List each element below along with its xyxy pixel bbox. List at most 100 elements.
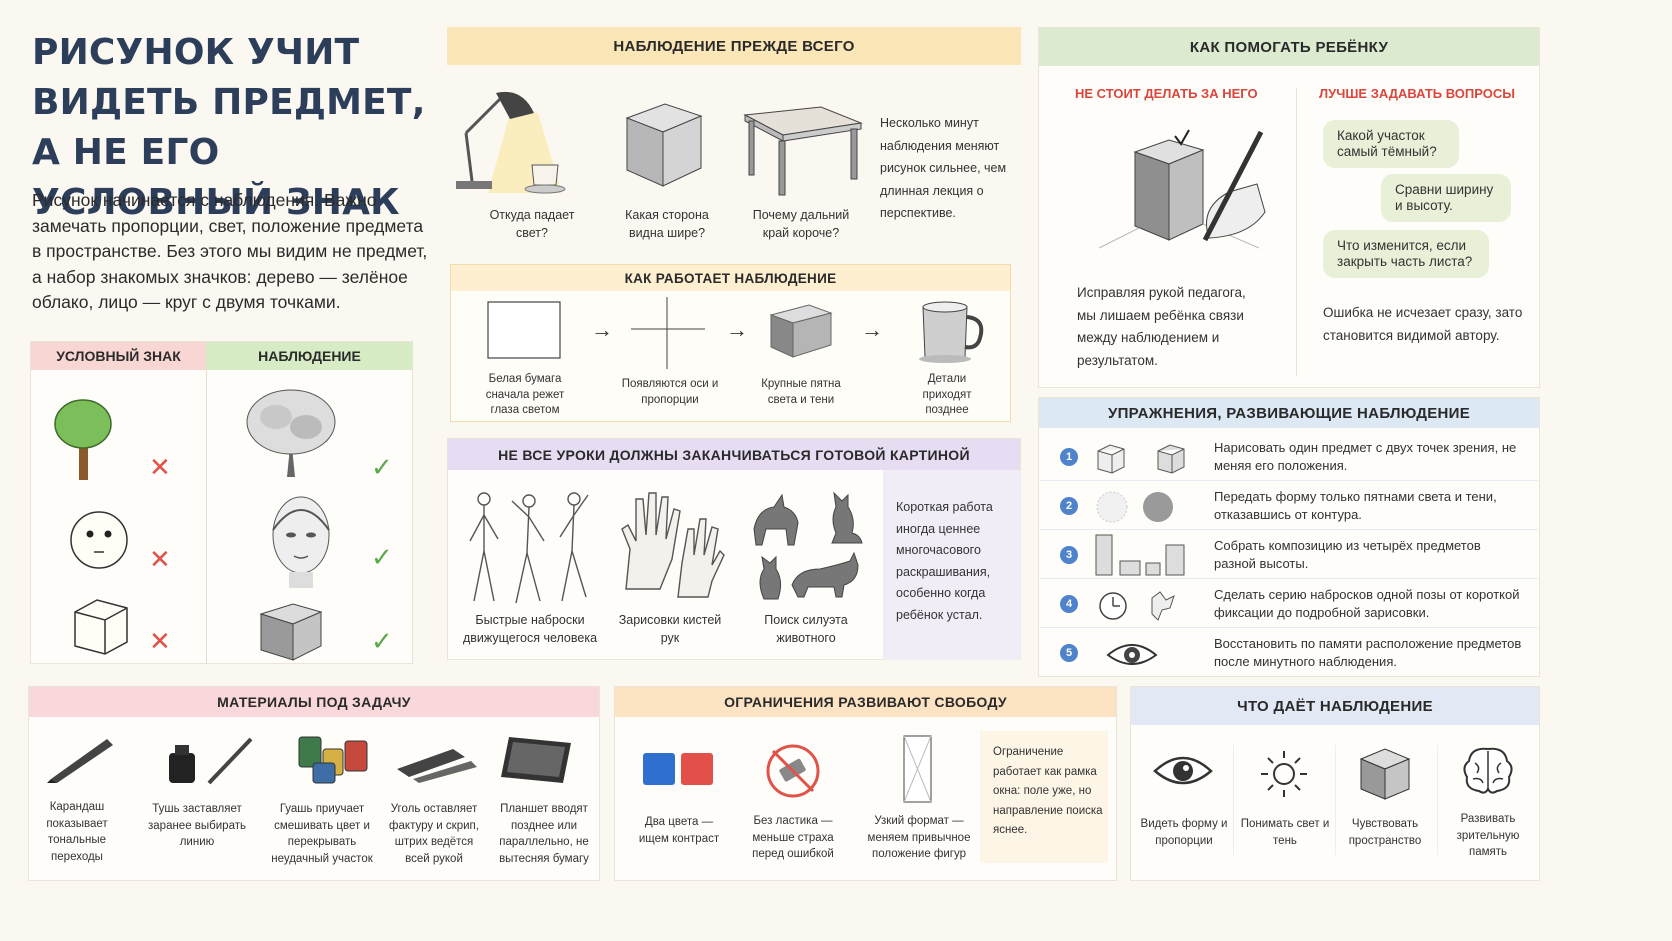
obs-caption-3: Почему дальний край короче? — [752, 208, 850, 240]
check-icon: ✓ — [371, 542, 393, 572]
limit-caption-1: Два цвета — ищем контраст — [638, 816, 720, 845]
materials-header: МАТЕРИАЛЫ ПОД ЗАДАЧУ — [29, 687, 599, 717]
exercises-panel: УПРАЖНЕНИЯ, РАЗВИВАЮЩИЕ НАБЛЮДЕНИЕ — [1038, 397, 1540, 677]
exercise-number: 4 — [1060, 594, 1078, 613]
exercise-row-5: 5 Восстановить по памяти расположение пр… — [1040, 629, 1538, 677]
sun-icon — [1261, 751, 1307, 797]
limits-panel: ОГРАНИЧЕНИЯ РАЗВИВАЮТ СВОБОДУ Два цвета … — [614, 686, 1117, 881]
symbol-tree-icon — [54, 399, 112, 480]
exercise-row-4: 4 Сделать серию набросков одной позы от … — [1040, 580, 1538, 628]
mug-icon — [919, 301, 984, 363]
exercises-header: УПРАЖНЕНИЯ, РАЗВИВАЮЩИЕ НАБЛЮДЕНИЕ — [1039, 398, 1539, 428]
no-eraser-icon — [766, 744, 820, 798]
help-panel: КАК ПОМОГАТЬ РЕБЁНКУ НЕ СТОИТ ДЕЛАТЬ ЗА … — [1038, 27, 1540, 388]
ink-icon — [169, 737, 253, 785]
exercise-text: Собрать композицию из четырёх предметов … — [1214, 537, 1481, 571]
question-bubble-1: Какой участок самый тёмный? — [1323, 120, 1459, 168]
limits-header-label: ОГРАНИЧЕНИЯ РАЗВИВАЮТ СВОБОДУ — [724, 694, 1007, 710]
obs-caption-2: Какая сторона видна шире? — [625, 208, 709, 240]
question-bubble-2: Сравни ширину и высоту. — [1381, 174, 1511, 222]
cross-icon: ✕ — [149, 452, 171, 482]
drawn-tree-icon — [246, 389, 336, 477]
exercise-row-1: 1 Нарисовать один предмет с двух точек з… — [1040, 433, 1538, 481]
lessons-header: НЕ ВСЕ УРОКИ ДОЛЖНЫ ЗАКАНЧИВАТЬСЯ ГОТОВО… — [448, 439, 1020, 470]
limit-caption-3: Узкий формат — меняем привычное положени… — [867, 815, 971, 860]
lesson-caption-2: Зарисовки кистей рук — [618, 613, 722, 645]
check-icon: ✓ — [371, 452, 393, 482]
exercise-number: 5 — [1060, 644, 1078, 662]
exercise-text: Восстановить по памяти расположение пред… — [1214, 636, 1522, 669]
lesson-caption-1: Быстрые наброски движущегося человека — [462, 613, 598, 645]
jars-icon — [1095, 534, 1185, 576]
shade-block-icon — [769, 304, 833, 358]
limits-header: ОГРАНИЧЕНИЯ РАЗВИВАЮТ СВОБОДУ — [615, 687, 1116, 717]
lesson-caption-3: Поиск силуэта животного — [764, 613, 848, 645]
limits-note: Ограничение работает как рамка окна: пол… — [993, 746, 1103, 836]
material-caption-2: Тушь заставляет заранее выбирать линию — [148, 803, 246, 848]
observe-header: НАБЛЮДЕНИЕ — [206, 342, 413, 370]
pencil-icon — [47, 739, 113, 783]
exercise-text: Сделать серию набросков одной позы от ко… — [1214, 586, 1520, 620]
dont-text: Исправляя рукой педагога, мы лишаем ребё… — [1077, 285, 1246, 368]
two-colors-icon — [643, 753, 713, 785]
drawn-face-icon — [272, 496, 330, 588]
exercise-text: Нарисовать один предмет с двух точек зре… — [1214, 439, 1517, 473]
cross-icon: ✕ — [149, 626, 171, 656]
gives-caption-3: Чувствовать пространство — [1348, 818, 1422, 847]
obs-caption-1: Откуда падает свет? — [489, 208, 575, 240]
symbol-face-icon — [70, 511, 128, 569]
step-caption-1: Белая бумага сначала режет глаза светом — [485, 373, 565, 416]
material-caption-5: Планшет вводят позднее или параллельно, … — [499, 803, 589, 865]
dont-header: НЕ СТОИТ ДЕЛАТЬ ЗА НЕГО — [1075, 86, 1258, 101]
compare-panel: УСЛОВНЫЙ ЗНАК НАБЛЮДЕНИЕ ✕ ✓ ✕ ✓ ✕ ✓ — [30, 341, 413, 664]
help-header: КАК ПОМОГАТЬ РЕБЁНКУ — [1039, 28, 1539, 66]
cube-view-icon — [625, 103, 703, 187]
materials-panel: МАТЕРИАЛЫ ПОД ЗАДАЧУ Карандаш показывает… — [28, 686, 600, 881]
animals-icon — [753, 491, 863, 600]
eye-form-icon — [1153, 756, 1213, 785]
exercise-row-3: 3 Собрать композицию из четырёх предмето… — [1040, 531, 1538, 579]
gives-header: ЧТО ДАЁТ НАБЛЮДЕНИЕ — [1131, 687, 1539, 725]
symbol-header-label: УСЛОВНЫЙ ЗНАК — [56, 348, 181, 364]
limits-note-box — [980, 731, 1108, 863]
help-header-label: КАК ПОМОГАТЬ РЕБЁНКУ — [1189, 38, 1389, 56]
limit-caption-2: Без ластика — меньше страха перед ошибко… — [752, 815, 834, 860]
exercise-number: 2 — [1060, 496, 1078, 515]
page-title: РИСУНОК УЧИТ ВИДЕТЬ ПРЕДМЕТ, А НЕ ЕГО УС… — [32, 32, 426, 223]
gives-caption-2: Понимать свет и тень — [1240, 818, 1330, 847]
eye-icon — [1106, 644, 1158, 665]
step-caption-4: Детали приходят позднее — [922, 373, 972, 416]
brain-icon — [1463, 747, 1513, 794]
material-caption-4: Уголь оставляет фактуру и скрип, штрих в… — [389, 803, 479, 865]
drawn-cube-icon — [259, 603, 323, 661]
gives-panel: ЧТО ДАЁТ НАБЛЮДЕНИЕ Видеть форму и пропо… — [1130, 686, 1540, 881]
observation-header-label: НАБЛЮДЕНИЕ ПРЕЖДЕ ВСЕГО — [613, 37, 855, 55]
charcoal-icon — [397, 749, 477, 783]
lessons-note: Короткая работа иногда ценнее многочасов… — [896, 500, 993, 622]
gives-caption-1: Видеть форму и пропорции — [1140, 818, 1228, 847]
exercise-number: 1 — [1060, 447, 1078, 466]
figures-icon — [469, 492, 589, 604]
observe-header-label: НАБЛЮДЕНИЕ — [258, 348, 361, 364]
table-icon — [743, 106, 863, 196]
material-caption-3: Гуашь приучает смешивать цвет и перекрыв… — [271, 803, 373, 865]
teacher-hand-icon — [1098, 129, 1266, 249]
lessons-note-box — [883, 470, 1021, 660]
lessons-header-label: НЕ ВСЕ УРОКИ ДОЛЖНЫ ЗАКАНЧИВАТЬСЯ ГОТОВО… — [498, 446, 970, 463]
lamp-icon — [456, 91, 566, 194]
how-works-header: КАК РАБОТАЕТ НАБЛЮДЕНИЕ — [451, 265, 1010, 291]
check-icon: ✓ — [371, 626, 393, 656]
question-bubble-3: Что изменится, если закрыть часть листа? — [1323, 230, 1489, 278]
timer-figure-icon — [1099, 591, 1175, 621]
blank-paper-icon — [487, 301, 561, 359]
lessons-panel: НЕ ВСЕ УРОКИ ДОЛЖНЫ ЗАКАНЧИВАТЬСЯ ГОТОВО… — [447, 438, 1021, 660]
observation-note: Несколько минут наблюдения меняют рисуно… — [880, 116, 1007, 220]
cube-space-icon — [1359, 748, 1411, 800]
exercise-row-2: 2 Передать форму только пятнами света и … — [1040, 482, 1538, 530]
intro-text: Рисунок начинается с наблюдения. Важно з… — [32, 190, 428, 312]
material-caption-1: Карандаш показывает тональные переходы — [46, 801, 108, 863]
exercises-header-label: УПРАЖНЕНИЯ, РАЗВИВАЮЩИЕ НАБЛЮДЕНИЕ — [1107, 404, 1471, 422]
light-shade-icon — [1096, 491, 1173, 523]
cross-icon: ✕ — [149, 544, 171, 574]
arrow-icon: → — [726, 317, 748, 342]
